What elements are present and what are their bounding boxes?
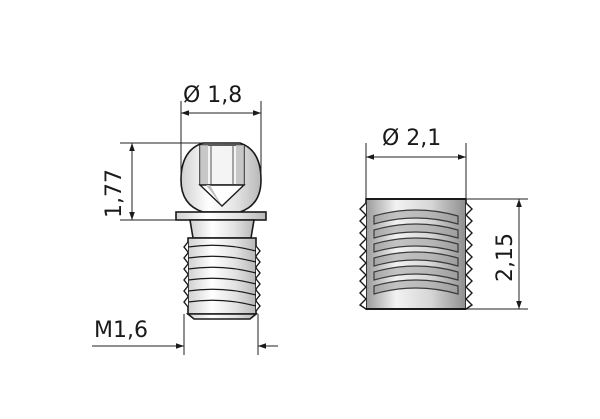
thread-dimension: M1,6 — [92, 314, 278, 355]
head-height-dimension: 1,77 — [102, 142, 203, 221]
insert-height-dimension: 2,15 — [466, 198, 528, 310]
threaded-insert — [358, 198, 474, 310]
head-diameter-dimension: Ø 1,8 — [180, 83, 262, 178]
head-height-label: 1,77 — [102, 169, 127, 218]
insert-height-label: 2,15 — [493, 233, 518, 282]
head-diameter-label: Ø 1,8 — [183, 83, 242, 108]
insert-diameter-label: Ø 2,1 — [382, 126, 441, 151]
insert-diameter-dimension: Ø 2,1 — [365, 126, 467, 199]
ball-head-screw — [175, 142, 267, 320]
thread-label: M1,6 — [94, 318, 148, 343]
